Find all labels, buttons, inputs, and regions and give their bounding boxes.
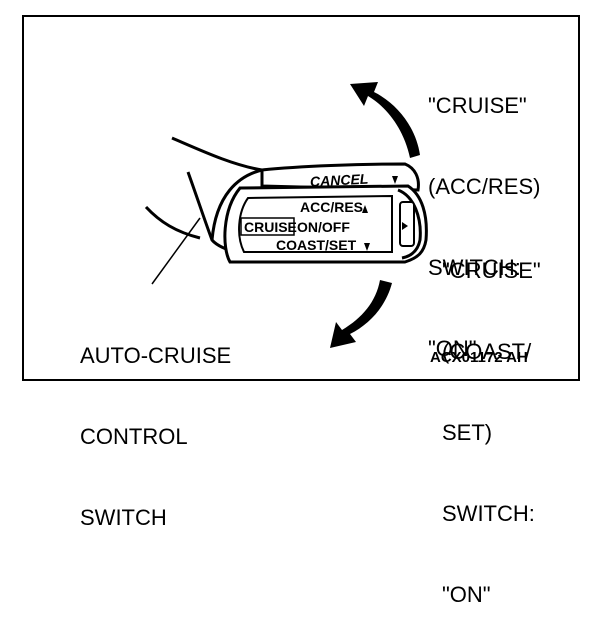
coast-set-line-2: (COAST/	[442, 339, 532, 364]
stalk-lower-line	[144, 205, 201, 240]
leader-line	[151, 217, 201, 285]
auto-cruise-line-2: CONTROL	[80, 424, 188, 449]
coast-set-line-1: "CRUISE"	[442, 258, 541, 283]
acc-res-line-3: SWITCH:	[428, 255, 521, 280]
cancel-collar	[260, 162, 420, 192]
auto-cruise-line-1: AUTO-CRUISE	[80, 343, 232, 368]
acc-res-up-icon	[362, 205, 368, 213]
coast-set-switch-label: "CRUISE" (COAST/ SET) SWITCH: "ON"	[442, 203, 541, 635]
cruise-text: CRUISE	[244, 219, 297, 235]
figure-code: ACX01172 AH	[430, 349, 528, 366]
cruise-box	[240, 217, 295, 236]
side-lever-arrow	[402, 222, 408, 230]
down-arrow-icon	[330, 280, 392, 348]
auto-cruise-label: AUTO-CRUISE CONTROL SWITCH	[80, 288, 231, 558]
end-cap	[397, 188, 422, 260]
up-arrow-icon	[350, 82, 420, 158]
acc-res-line-2: (ACC/RES)	[428, 174, 541, 199]
stalk-head-outline	[210, 168, 263, 241]
acc-res-line-4: "ON"	[428, 336, 477, 361]
on-off-text: ON/OFF	[297, 219, 350, 235]
cancel-arrow-icon	[392, 176, 398, 184]
cancel-text: CANCEL	[310, 171, 369, 190]
coast-set-line-4: SWITCH:	[442, 501, 535, 526]
side-lever	[399, 201, 415, 247]
coast-set-line-5: "ON"	[442, 582, 491, 607]
auto-cruise-line-3: SWITCH	[80, 505, 167, 530]
coast-set-line-3: SET)	[442, 420, 493, 445]
acc-res-line-1: "CRUISE"	[428, 93, 527, 118]
coast-set-down-icon	[364, 243, 370, 251]
switch-face-panel	[238, 194, 393, 253]
coast-set-text: COAST/SET	[276, 237, 357, 253]
switch-illustration: CANCEL ACC/RES CRUISE ON/OFF COAST/SET	[144, 82, 428, 348]
acc-res-text: ACC/RES	[300, 199, 363, 215]
acc-res-switch-label: "CRUISE" (ACC/RES) SWITCH: "ON"	[428, 38, 540, 389]
